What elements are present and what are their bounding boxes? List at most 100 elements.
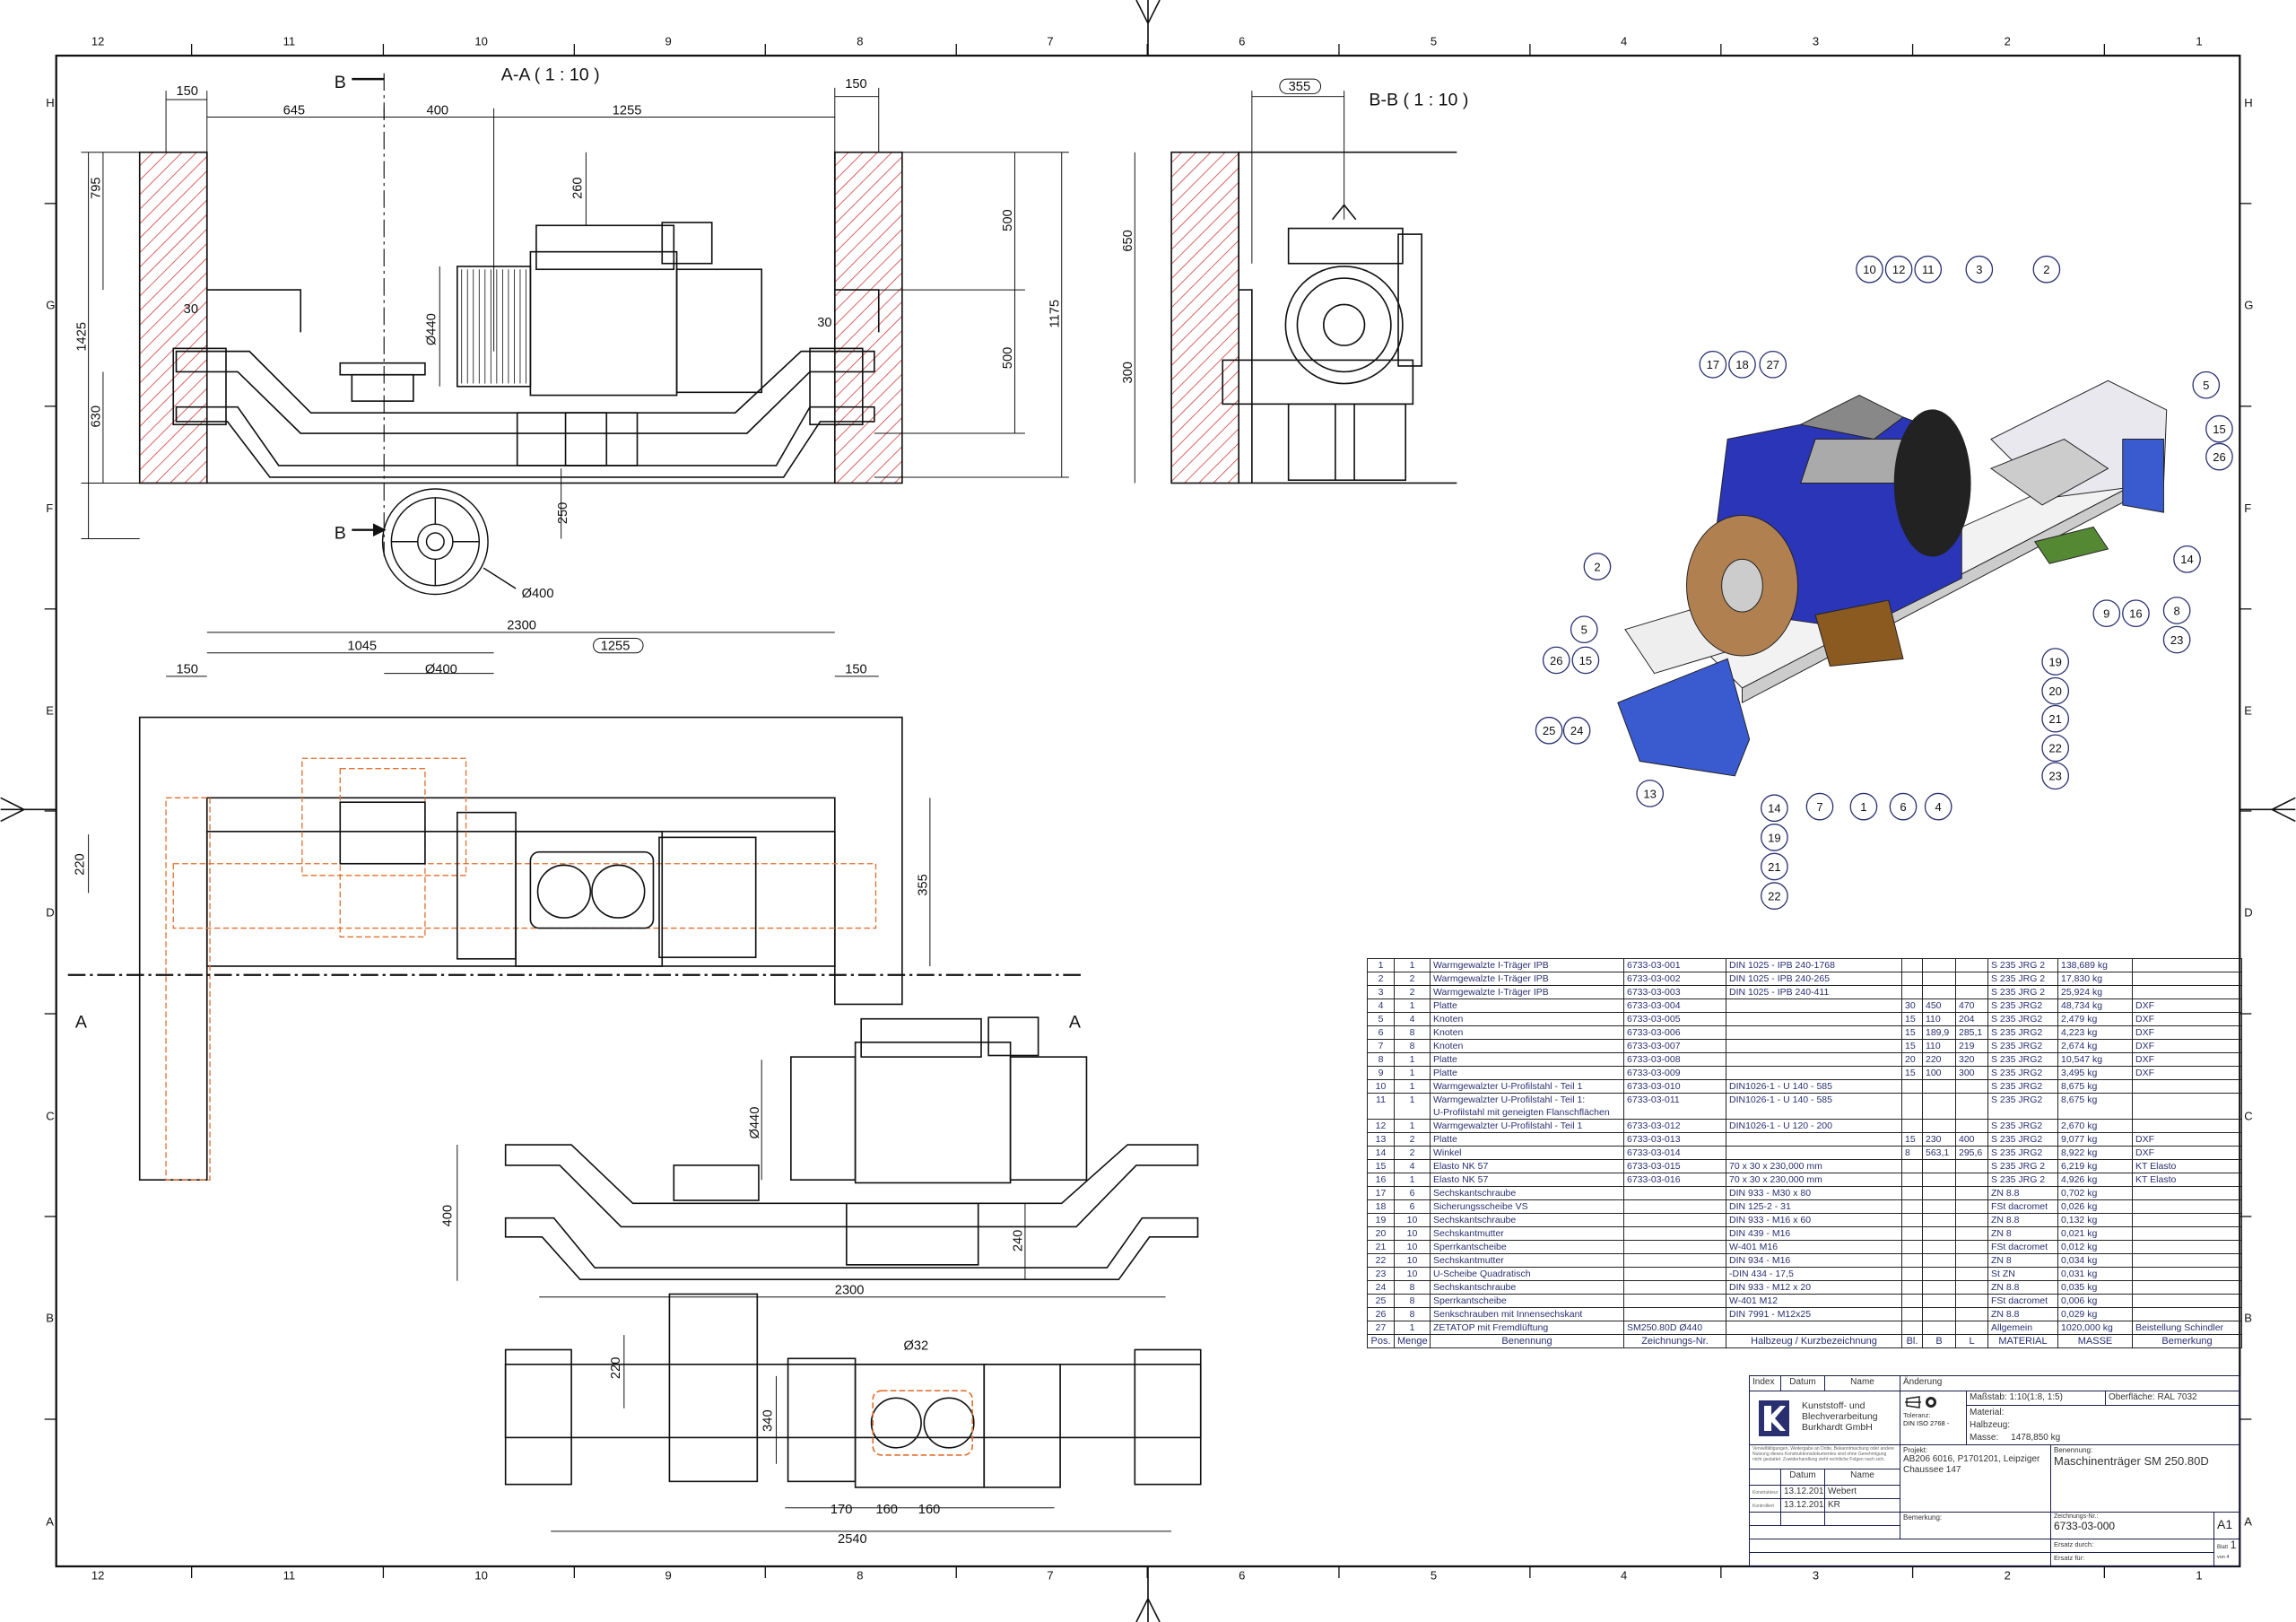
cell-mass: 10,547 kg [2057,1052,2133,1067]
cell-thickness [1901,1253,1923,1268]
balloon-number: 22 [2048,742,2062,755]
cell-semi-finished: DIN1026-1 - U 140 - 585 [1726,1093,1902,1120]
cell-qty: 1 [1394,998,1431,1013]
zone-column-label: 8 [857,1569,863,1583]
cell-width [1922,1294,1956,1308]
cell-pos: 16 [1367,1173,1395,1187]
cell-width: 230 [1922,1132,1956,1147]
section-aa-labels: A-A ( 1 : 10 ) B B 150 645 400 1255 150 … [74,65,1062,601]
cell-width [1922,1240,1956,1254]
front-view [504,1016,1199,1280]
approval-name-header: Name [1824,1469,1900,1486]
cell-material: St ZN [1987,1267,2058,1281]
cell-name: Elasto NK 57 [1430,1159,1624,1173]
cell-width [1922,985,1956,999]
cell-name: Sechskantschraube [1430,1186,1624,1200]
cell-qty: 2 [1394,972,1431,986]
zone-row-label: F [46,501,53,515]
balloon-number: 15 [2213,423,2226,436]
dimension-label: 240 [1012,1230,1026,1251]
cell-drawing-no: 6733-03-009 [1623,1066,1726,1080]
zone-row-label: A [46,1514,54,1528]
balloon-number: 4 [1935,800,1942,814]
cell-remark [2132,1213,2242,1227]
cell-thickness [1901,1307,1923,1321]
cell-semi-finished [1726,998,1902,1013]
cell-semi-finished [1726,1012,1902,1026]
cell-drawing-no [1623,1226,1726,1241]
balloon-number: 5 [1581,624,1587,637]
cell-thickness: 15 [1901,1066,1923,1080]
position-balloon: 8 [2162,597,2191,624]
cell-material: S 235 JRG 2 [1987,985,2058,999]
cell-thickness: 15 [1901,1039,1923,1053]
cell-qty: 8 [1394,1307,1431,1321]
position-balloon: 24 [1562,716,1591,745]
position-balloon: 22 [2041,734,2070,763]
balloon-number: 20 [2048,685,2062,698]
cell-mass: 0,026 kg [2057,1199,2133,1214]
dimension-label: 2540 [838,1532,867,1547]
position-balloon: 15 [2205,414,2233,443]
plan-view-bottom-labels: Ø32 220 340 170 160 160 2540 [551,1335,1172,1547]
zone-column-label: 1 [2196,35,2202,48]
dimension-label: 160 [875,1503,897,1517]
zone-column-label: 12 [91,35,105,48]
cell-mass: 0,035 kg [2057,1280,2133,1295]
position-balloon: 6 [1889,792,1918,821]
cell-name: Knoten [1430,1039,1624,1053]
balloon-number: 23 [2048,770,2062,783]
sheet-label: Blatt [2217,1545,2229,1550]
cell-thickness [1901,1093,1923,1120]
section-aa-dimensions [81,87,1069,539]
zone-column-label: 4 [1621,35,1627,48]
cell-semi-finished: DIN 125-2 - 31 [1726,1199,1902,1214]
cell-length [1955,1199,1988,1214]
cell-name: Sechskantschraube [1430,1280,1624,1295]
dimension-label: Ø440 [424,313,439,345]
cell-qty: 1 [1394,1093,1431,1120]
cell-name: Warmgewalzter U-Profilstahl - Teil 1: U-… [1430,1093,1624,1120]
cell-thickness [1901,1119,1923,1133]
cell-remark [2132,1307,2242,1321]
position-balloon: 23 [2162,625,2191,654]
cell-width [1922,958,1956,972]
position-balloon: 4 [1924,792,1952,821]
dimension-label: 1045 [347,640,377,654]
cell-mass: 8,675 kg [2057,1093,2133,1120]
cell-mass: 17,830 kg [2057,972,2133,986]
cell-mass: 3,495 kg [2057,1066,2133,1080]
project-value: AB206 6016, P1701201, Leipziger Chaussee… [1903,1454,2040,1475]
zone-row-label: B [46,1311,54,1324]
dimension-label: 160 [918,1503,940,1517]
cell-mass: 0,031 kg [2057,1267,2133,1281]
cell-width [1922,1093,1956,1120]
zone-row-label: B [2244,1311,2252,1324]
zone-row-label: D [46,905,54,919]
cell-qty: 4 [1394,1012,1431,1026]
cell-thickness [1901,985,1923,999]
balloon-number: 14 [1768,802,1781,815]
position-balloon: 16 [2122,599,2150,628]
cell-semi-finished: DIN 439 - M16 [1726,1226,1902,1241]
cell-name: Platte [1430,1052,1624,1067]
position-balloon: 22 [1761,882,1788,910]
cell-width [1922,1119,1956,1133]
cell-drawing-no: 6733-03-001 [1623,958,1726,972]
cell-semi-finished: W-401 M12 [1726,1294,1902,1308]
cell-mass: 9,077 kg [2057,1132,2133,1147]
balloon-number: 16 [2129,607,2143,621]
cell-remark: DXF [2132,998,2242,1013]
cell-material: S 235 JRG2 [1987,1012,2058,1026]
cell-remark [2132,1267,2242,1281]
dimension-label: 220 [74,853,88,875]
